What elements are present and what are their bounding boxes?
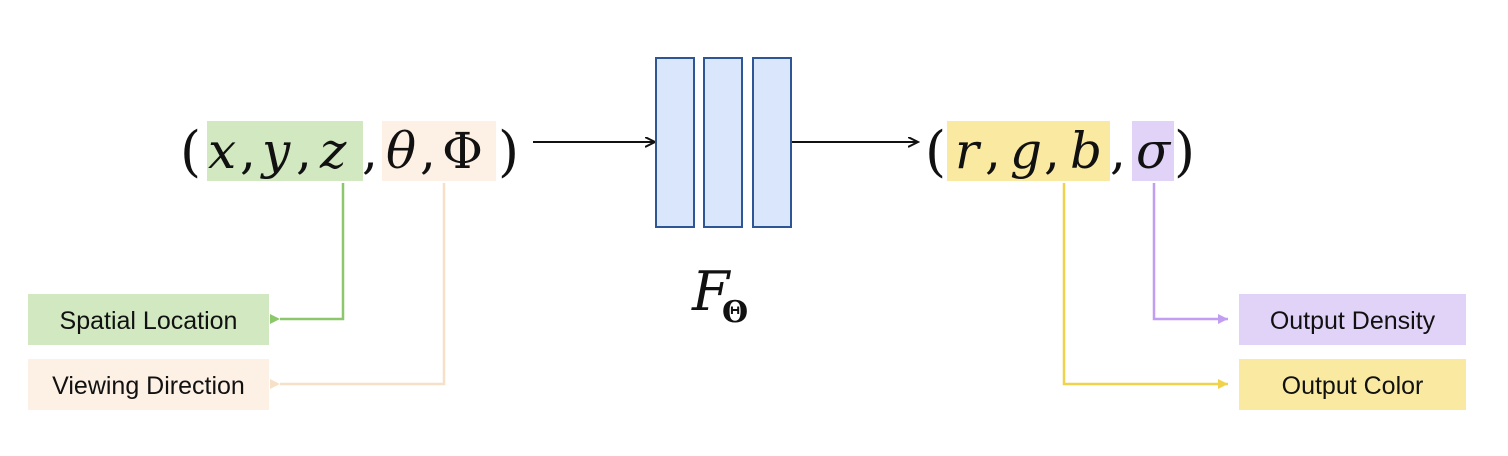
output-color-label: Output Color xyxy=(1282,372,1424,400)
spatial-location-box: Spatial Location xyxy=(28,294,269,345)
input-comma-2: , xyxy=(296,122,312,180)
input-x: x xyxy=(208,122,236,180)
input-close-paren: ) xyxy=(498,120,519,183)
spatial-connector xyxy=(270,183,345,324)
output-color-box: Output Color xyxy=(1239,359,1466,410)
viewing-connector xyxy=(270,183,446,389)
input-theta: θ xyxy=(386,122,416,180)
input-comma-4: , xyxy=(420,122,436,180)
input-open-paren: ( xyxy=(180,120,201,183)
network-layer-2 xyxy=(703,57,743,228)
viewing-direction-box: Viewing Direction xyxy=(28,359,269,410)
density-highlight xyxy=(1132,121,1174,181)
output-close-paren: ) xyxy=(1174,120,1195,183)
output-density-box: Output Density xyxy=(1239,294,1466,345)
network-layer-3 xyxy=(752,57,792,228)
output-b: b xyxy=(1070,122,1102,180)
output-open-paren: ( xyxy=(925,120,946,183)
spatial-location-label: Spatial Location xyxy=(60,307,238,335)
input-comma-3: , xyxy=(362,122,378,180)
input-y: y xyxy=(260,122,291,180)
output-comma-1: , xyxy=(985,122,1001,180)
spatial-highlight xyxy=(207,121,363,181)
input-z: z xyxy=(319,122,347,180)
output-sigma: σ xyxy=(1136,122,1172,180)
network-layer-1 xyxy=(655,57,695,228)
color-highlight xyxy=(947,121,1110,181)
network-subscript-label: Θ xyxy=(722,295,748,330)
output-r: r xyxy=(955,122,982,180)
network-layers xyxy=(655,57,792,228)
output-g: g xyxy=(1010,122,1042,180)
output-comma-2: , xyxy=(1044,122,1060,180)
density-connector xyxy=(1152,183,1228,324)
network-function-label: F xyxy=(691,260,732,323)
input-comma-1: , xyxy=(240,122,256,180)
input-phi: Φ xyxy=(442,122,483,180)
viewing-highlight xyxy=(382,121,496,181)
color-connector xyxy=(1062,183,1228,389)
viewing-direction-label: Viewing Direction xyxy=(52,372,245,400)
output-density-label: Output Density xyxy=(1270,307,1436,335)
output-comma-3: , xyxy=(1110,122,1126,180)
